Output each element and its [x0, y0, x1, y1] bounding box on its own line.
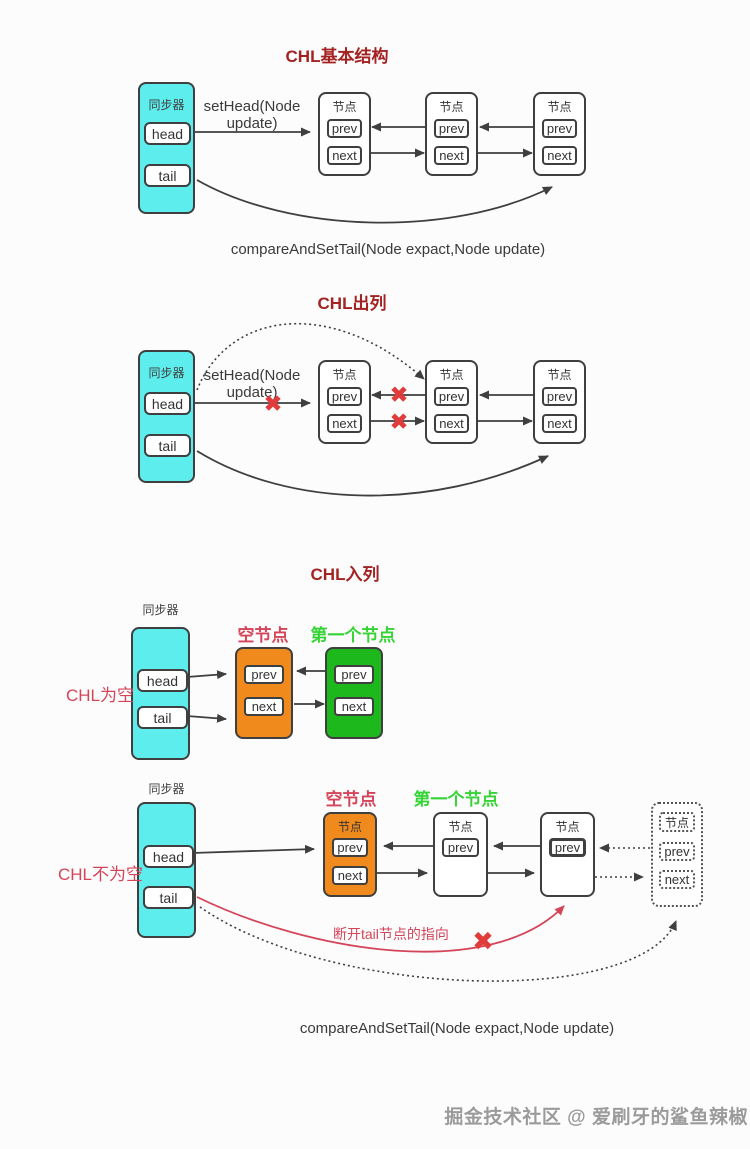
node-title: 节点: [337, 820, 362, 834]
s3b-node-2: 节点 prev: [433, 812, 488, 897]
s1-node-2: 节点 prev next: [425, 92, 478, 176]
s1-cas-caption: compareAndSetTail(Node expact,Node updat…: [230, 241, 546, 258]
node-title: 节点: [659, 812, 695, 832]
prev-field: prev: [659, 842, 695, 861]
s2-sethead-label: setHead(Node update): [200, 367, 304, 401]
s3a-tail-field: tail: [137, 706, 188, 729]
section2-title: CHL出列: [317, 294, 387, 313]
s3b-head-field: head: [143, 845, 194, 868]
prev-field: prev: [434, 119, 469, 138]
node-title: 节点: [439, 100, 464, 114]
s1-node-1: 节点 prev next: [318, 92, 371, 176]
s1-sethead-line1: setHead(Node: [203, 98, 301, 115]
s2-sethead-line2: update): [226, 384, 278, 401]
watermark: 掘金技术社区 @ 爱刷牙的鲨鱼辣椒: [444, 1107, 748, 1128]
node-title: 节点: [332, 100, 357, 114]
node-title: 节点: [555, 820, 580, 834]
node-title: 节点: [547, 100, 572, 114]
s3a-first-node: prev next: [325, 647, 383, 739]
s2-synchronizer-box: 同步器 head tail: [138, 350, 195, 483]
prev-field: prev: [542, 387, 577, 406]
section3-title: CHL入列: [310, 565, 380, 584]
next-field: next: [327, 414, 362, 433]
s1-sethead-label: setHead(Node update): [200, 98, 304, 132]
node-title: 节点: [448, 820, 473, 834]
next-field: next: [244, 697, 284, 716]
s1-synchronizer-box: 同步器 head tail: [138, 82, 195, 214]
s3b-sync-label: 同步器: [148, 782, 185, 796]
s2-tail-field: tail: [144, 434, 191, 457]
broken-prev-link-x-icon: ✖: [389, 381, 409, 408]
s1-sync-label: 同步器: [148, 98, 185, 112]
s3b-head-arrow: [191, 844, 315, 854]
s2-dotted-rehead-arc: [196, 322, 425, 391]
s3a-empty-node: prev next: [235, 647, 293, 739]
prev-field: prev: [244, 665, 284, 684]
broken-next-link-x-icon: ✖: [389, 408, 409, 435]
s3a-sync-label: 同步器: [142, 603, 179, 617]
s1-node-3: 节点 prev next: [533, 92, 586, 176]
s3b-new-tail-node: 节点 prev next: [651, 802, 703, 907]
s2-node-2: 节点 prev next: [425, 360, 478, 444]
s2-tail-curve: [196, 450, 549, 497]
s3b-node-3: 节点 prev: [540, 812, 595, 897]
s3b-disconnect-label: 断开tail节点的指向: [333, 926, 449, 942]
s3a-empty-node-label: 空节点: [237, 626, 289, 645]
next-field: next: [334, 697, 374, 716]
s3a-head-field: head: [137, 669, 188, 692]
s1-tail-field: tail: [144, 164, 191, 187]
s3a-first-node-label: 第一个节点: [310, 626, 396, 645]
s3b-empty-node-label: 空节点: [325, 790, 377, 809]
s3b-side-label: CHL不为空: [58, 865, 144, 884]
disconnect-tail-x-icon: ✖: [472, 926, 494, 956]
section1-title: CHL基本结构: [285, 47, 389, 66]
next-field: next: [434, 146, 469, 165]
next-field: next: [327, 146, 362, 165]
prev-field: prev: [542, 119, 577, 138]
next-field: next: [659, 870, 695, 889]
prev-field: prev: [334, 665, 374, 684]
s3b-dotted-newtail-curve: [199, 906, 677, 982]
s3b-first-node-label: 第一个节点: [413, 790, 499, 809]
s3a-side-label: CHL为空: [66, 686, 135, 705]
s3b-synchronizer-box: head tail: [137, 802, 196, 938]
next-field: next: [332, 866, 368, 885]
s2-sync-label: 同步器: [148, 366, 185, 380]
prev-field: prev: [327, 387, 362, 406]
next-field: next: [434, 414, 469, 433]
s1-sethead-line2: update): [226, 115, 278, 132]
s3a-tail-arrow: [186, 713, 227, 723]
next-field: next: [542, 146, 577, 165]
s2-sethead-line1: setHead(Node: [203, 367, 301, 384]
s3b-cas-caption: compareAndSetTail(Node expact,Node updat…: [299, 1020, 615, 1037]
node-title: 节点: [547, 368, 572, 382]
s2-head-field: head: [144, 392, 191, 415]
prev-field: prev: [442, 838, 479, 857]
next-field: next: [542, 414, 577, 433]
s3b-red-tail-curve: [196, 896, 565, 953]
node-title: 节点: [332, 368, 357, 382]
s3b-tail-field: tail: [143, 886, 194, 909]
s3b-empty-node: 节点 prev next: [323, 812, 377, 897]
s3a-head-arrow: [186, 670, 227, 680]
node-title: 节点: [439, 368, 464, 382]
s1-tail-curve: [196, 179, 553, 224]
s3a-synchronizer-box: head tail: [131, 627, 190, 760]
s2-node-3: 节点 prev next: [533, 360, 586, 444]
prev-field: prev: [332, 838, 368, 857]
prev-field: prev: [549, 838, 586, 857]
s1-head-field: head: [144, 122, 191, 145]
s2-node-1: 节点 prev next: [318, 360, 371, 444]
prev-field: prev: [434, 387, 469, 406]
prev-field: prev: [327, 119, 362, 138]
broken-head-link-x-icon: ✖: [263, 390, 283, 417]
